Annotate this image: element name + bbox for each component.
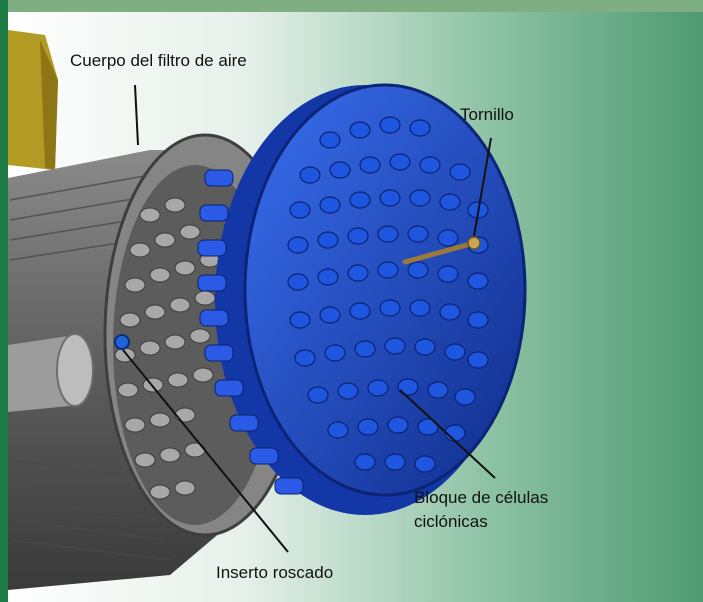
label-screw: Tornillo — [460, 105, 514, 124]
top-bar — [0, 0, 703, 12]
label-air-filter-body: Cuerpo del filtro de aire — [70, 51, 247, 70]
cyclone-block — [197, 83, 527, 515]
threaded-insert — [114, 334, 130, 350]
label-threaded-insert: Inserto roscado — [216, 563, 334, 582]
screw — [402, 236, 481, 265]
leader-line-air-filter-body — [134, 84, 139, 146]
leader-line-threaded-insert — [122, 349, 289, 553]
label-cyclone-block-line1: Bloque de células — [414, 488, 549, 507]
left-stripe — [0, 0, 8, 602]
leader-line-cyclone-block — [399, 389, 496, 479]
label-cyclone-block-line2: ciclónicas — [414, 512, 488, 531]
leader-line-screw — [473, 137, 492, 237]
